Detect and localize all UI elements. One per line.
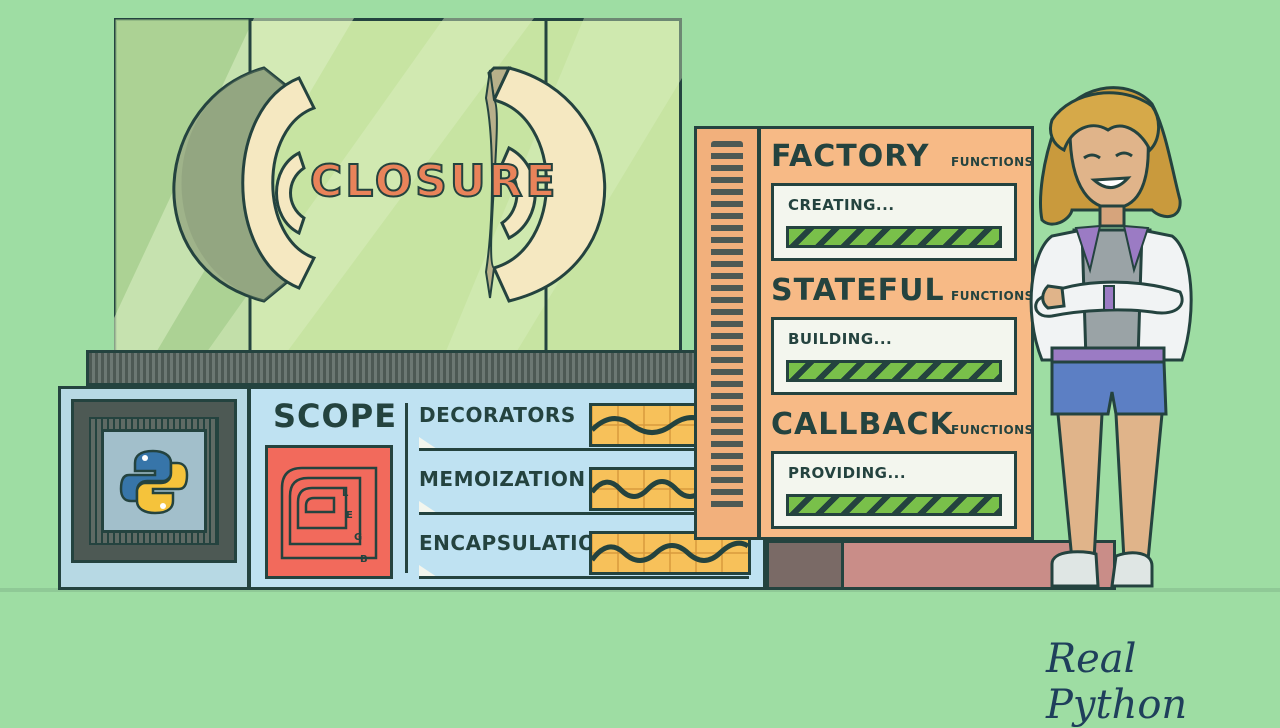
- scope-item-marker: [419, 437, 437, 449]
- stateful-status-box: BUILDING...: [771, 317, 1017, 395]
- legb-letter-g: G: [354, 532, 363, 543]
- vent-column: [694, 126, 760, 540]
- legb-box: L E G B: [265, 445, 393, 579]
- vent-grille: [711, 141, 743, 513]
- right-paren-small: [500, 145, 537, 241]
- callback-suffix: FUNCTIONS: [951, 423, 1034, 437]
- brand-logo-text: Real Python: [1046, 636, 1188, 728]
- chip-box: [58, 386, 250, 590]
- callback-title: CALLBACK: [771, 407, 954, 442]
- wave-monitor: [589, 531, 751, 575]
- closure-word: CLOSURE: [309, 155, 559, 208]
- callback-progress-bar: [786, 494, 1002, 516]
- factory-status-text: CREATING...: [788, 196, 895, 214]
- factory-title: FACTORY: [771, 139, 930, 174]
- functions-base-dark: [766, 540, 844, 590]
- factory-progress-bar: [786, 226, 1002, 248]
- scope-item-underline: [419, 576, 749, 579]
- factory-suffix: FUNCTIONS: [951, 155, 1034, 169]
- cpu-core: [101, 429, 207, 533]
- scope-divider: [405, 403, 408, 573]
- closure-base: [86, 350, 708, 386]
- stateful-suffix: FUNCTIONS: [951, 289, 1034, 303]
- scope-item-encapsulation: ENCAPSULATION: [419, 531, 613, 555]
- left-bracket-inner: [241, 76, 317, 290]
- functions-panel: FACTORY FUNCTIONS CREATING... STATEFUL F…: [758, 126, 1034, 540]
- scope-title: SCOPE: [273, 397, 398, 435]
- scope-item-underline: [419, 448, 749, 451]
- closure-graphic: [114, 18, 682, 356]
- legb-letter-b: B: [360, 554, 369, 565]
- right-bracket-outer: [491, 66, 607, 303]
- stateful-title: STATEFUL: [771, 273, 945, 308]
- closure-panel: CLOSURE: [114, 18, 682, 356]
- legb-letter-e: E: [346, 510, 354, 521]
- callback-status-box: PROVIDING...: [771, 451, 1017, 529]
- scope-item-underline: [419, 512, 749, 515]
- scope-item-decorators: DECORATORS: [419, 403, 576, 427]
- legb-nested-scope-icon: [280, 466, 378, 560]
- scope-item-memoization: MEMOIZATION: [419, 467, 586, 491]
- scope-item-marker: [419, 565, 437, 577]
- scope-panel: SCOPE L E G B DECORATORS MEMOIZATION ENC…: [248, 386, 766, 590]
- wave-line-icon: [589, 534, 750, 572]
- stateful-status-text: BUILDING...: [788, 330, 893, 348]
- factory-status-box: CREATING...: [771, 183, 1017, 261]
- right-bracket-side: [484, 69, 498, 299]
- scope-item-marker: [419, 501, 437, 513]
- ground-line: [0, 588, 1280, 592]
- callback-status-text: PROVIDING...: [788, 464, 907, 482]
- python-logo-icon: [119, 449, 189, 515]
- legb-letter-l: L: [342, 488, 349, 499]
- left-paren-small: [275, 150, 306, 236]
- stateful-progress-bar: [786, 360, 1002, 382]
- developer-character-illustration: [1029, 86, 1193, 588]
